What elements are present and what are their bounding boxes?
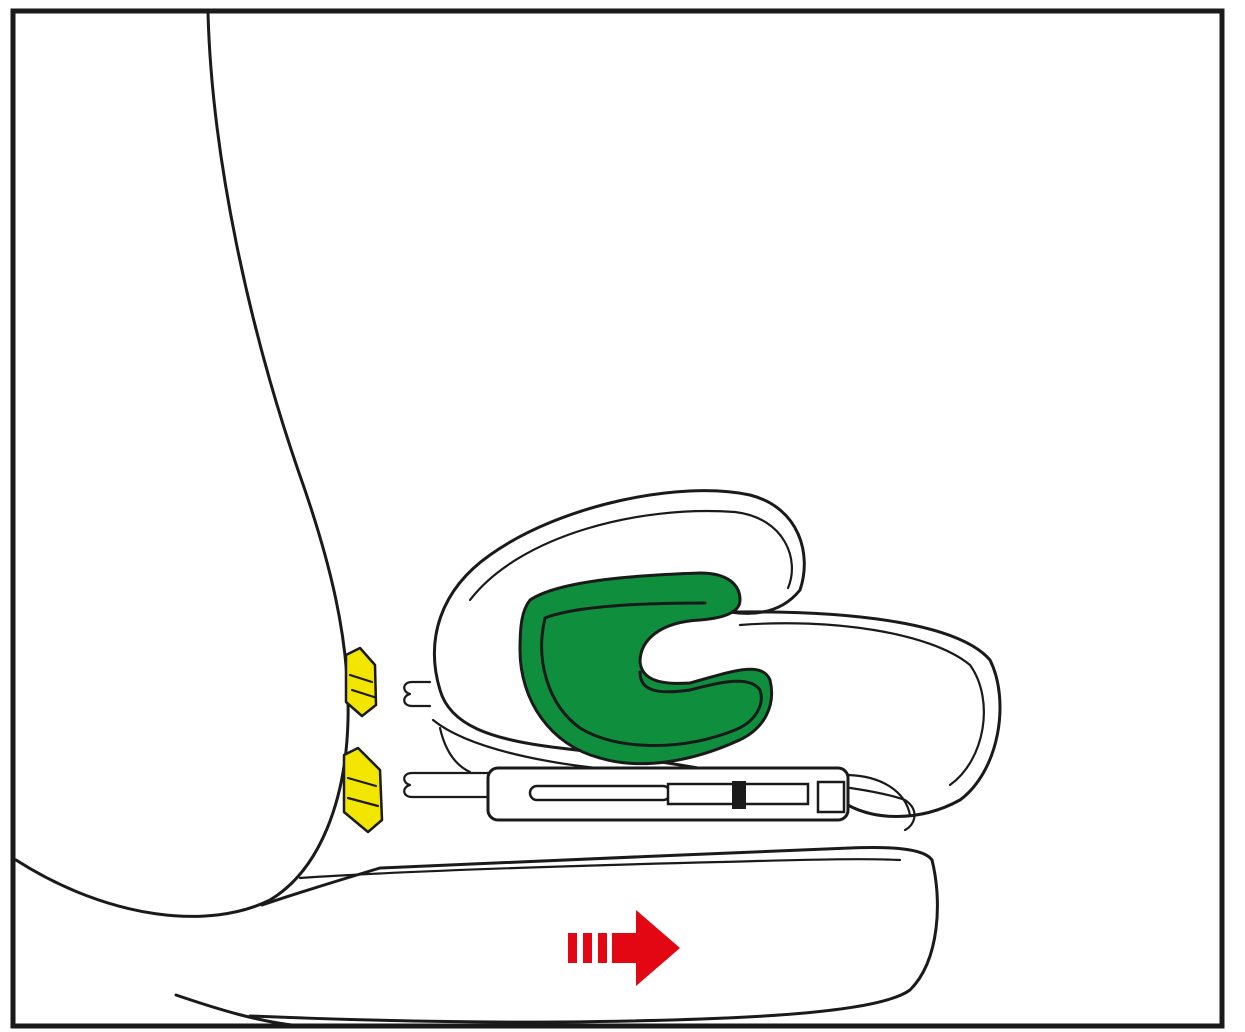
arrow-dash-1 [568, 933, 577, 963]
isofix-arm-slot [530, 786, 670, 800]
isofix-anchor-lower [344, 748, 382, 832]
isofix-hook-lower [404, 773, 490, 797]
arrow-dash-2 [583, 933, 592, 963]
isofix-arm-end [818, 782, 844, 812]
isofix-release-button [732, 781, 746, 809]
isofix-connector-lower [404, 768, 910, 820]
vehicle-seat-cushion-front [250, 860, 937, 1022]
booster-seat [404, 491, 1000, 830]
arrow-head [612, 910, 680, 986]
isofix-connector-upper [404, 682, 430, 706]
isofix-hook-upper [404, 682, 430, 706]
vehicle-seat-backrest-edge [16, 13, 348, 916]
vehicle-seat-cushion-lower-edge [176, 995, 300, 1026]
arrow-dash-3 [598, 933, 607, 963]
isofix-anchor-upper [346, 648, 376, 716]
direction-arrow-icon [568, 910, 680, 986]
isofix-anchor-icon [344, 748, 382, 832]
vehicle-seat [16, 13, 937, 1026]
vehicle-seat-cushion-top [262, 848, 932, 906]
